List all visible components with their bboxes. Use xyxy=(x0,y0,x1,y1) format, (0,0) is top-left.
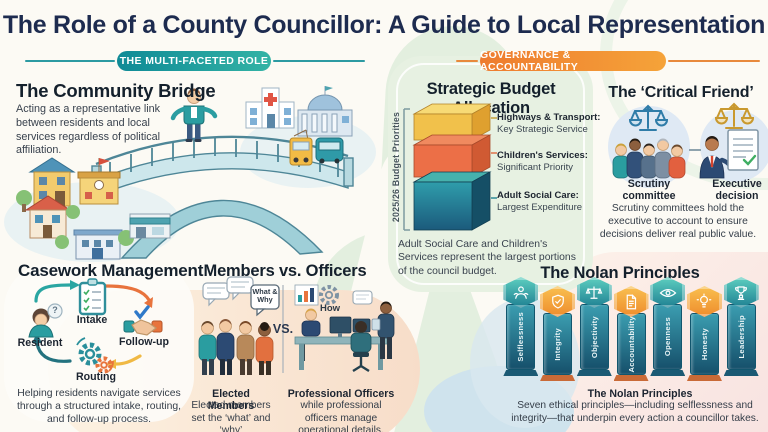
executive-decision-label: Executive decision xyxy=(712,178,762,203)
question-mark-bubble: ? xyxy=(52,305,58,315)
tram-icon xyxy=(289,129,313,166)
person-icon xyxy=(28,303,63,338)
page-title: The Role of a County Councillor: A Guide… xyxy=(2,11,766,39)
banner-governance-accountability: GOVERNANCE & ACCOUNTABILITY xyxy=(480,49,666,73)
divider-line xyxy=(25,60,115,62)
scrutiny-committee-group xyxy=(612,138,686,179)
budget-stack-chart xyxy=(403,103,497,231)
pillar-honesty: Honesty xyxy=(686,286,723,381)
budget-block-adult-care xyxy=(412,171,492,231)
budget-block-children xyxy=(412,134,492,178)
budget-caption: Adult Social Care and Children's Service… xyxy=(398,239,576,277)
banner-multi-faceted-role: THE MULTI-FACETED ROLE xyxy=(117,51,271,71)
elected-members-title: Elected Members xyxy=(207,388,255,412)
budget-label-adult-care: Adult Social Care: Largest Expenditure xyxy=(497,190,583,213)
critical-friend-illustration xyxy=(612,102,759,179)
divider-line xyxy=(668,60,760,62)
nolan-pillars: Selflessness Integrity Objectivity xyxy=(503,277,759,381)
budget-label-highways: Highways & Transport: Key Strategic Serv… xyxy=(497,112,601,135)
professional-officers-title: Professional Officers xyxy=(287,388,395,400)
vs-label: VS. xyxy=(272,322,294,336)
casework-caption: Helping residents navigate services thro… xyxy=(16,388,182,425)
step-intake-label: Intake xyxy=(76,314,108,326)
elected-members-group xyxy=(198,319,274,375)
pillar-integrity: Integrity xyxy=(540,286,576,381)
nolan-caption: Seven ethical principles—including selfl… xyxy=(511,400,759,424)
critical-friend-caption: Scrutiny committees hold the executive t… xyxy=(599,203,757,240)
pillar-accountability: Accountability xyxy=(613,286,649,381)
pillar-openness: Openness xyxy=(650,277,686,381)
members-officers-illustration xyxy=(198,276,395,375)
pillar-leadership: Leadership xyxy=(723,277,759,381)
casework-cycle-illustration xyxy=(28,278,163,374)
gears-icon xyxy=(76,337,114,374)
what-why-bubble xyxy=(250,284,280,310)
scrutiny-committee-label: Scrutiny committee xyxy=(622,178,676,203)
document-icon xyxy=(727,129,759,171)
speech-bubble-icon xyxy=(202,276,254,307)
bridge-illustration xyxy=(4,86,376,262)
casework-heading: Casework Management xyxy=(18,261,204,280)
nolan-caption-title: The Nolan Principles xyxy=(587,388,693,400)
divider-line xyxy=(456,60,478,62)
elected-members-caption: Elected members set the ‘what’ and ‘why’ xyxy=(191,400,271,432)
professional-officers-scene xyxy=(294,284,395,373)
executive-figure xyxy=(699,136,733,179)
members-officers-heading: Members vs. Officers xyxy=(203,262,367,280)
scales-icon xyxy=(714,102,755,129)
budget-label-children: Children's Services: Significant Priorit… xyxy=(497,150,588,173)
community-buildings xyxy=(16,157,171,260)
services-buildings xyxy=(245,86,353,166)
how-label: How xyxy=(319,303,341,314)
councillor-figure xyxy=(170,88,218,142)
budget-axis-label: 2025/26 Budget Priorities xyxy=(391,111,401,223)
step-resident-label: Resident xyxy=(17,337,63,349)
pillar-objectivity: Objectivity xyxy=(576,277,612,381)
nolan-heading: The Nolan Principles xyxy=(540,264,700,282)
pillar-selflessness: Selflessness xyxy=(503,277,539,381)
critical-friend-heading: The ‘Critical Friend’ xyxy=(608,84,754,101)
community-bridge-description: Acting as a representative link between … xyxy=(16,103,161,157)
community-bridge-heading: The Community Bridge xyxy=(16,80,216,101)
clipboard-icon xyxy=(78,278,107,316)
professional-officers-caption: while professional officers manage opera… xyxy=(298,400,384,432)
divider-line xyxy=(273,60,365,62)
what-why-bubble-text: What & Why xyxy=(252,287,278,305)
bus-icon xyxy=(315,137,344,164)
handshake-icon xyxy=(123,305,163,336)
step-follow-up-label: Follow-up xyxy=(118,336,169,348)
scales-icon xyxy=(628,104,669,131)
step-routing-label: Routing xyxy=(75,371,116,383)
